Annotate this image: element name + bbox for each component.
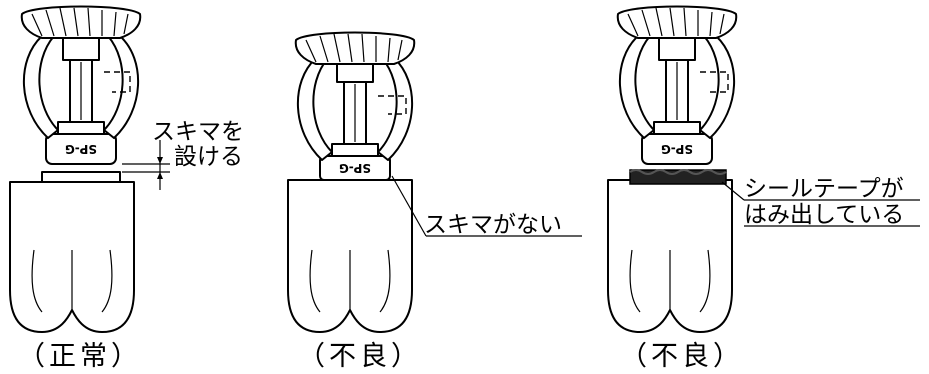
fig-seal-tape: SP-G シールテープが はみ出している （不良） <box>607 5 920 372</box>
svg-text:SP-G: SP-G <box>661 142 693 156</box>
fig-no-gap: SP-G スキマがない （不良） <box>287 31 582 372</box>
gap-note-line1: スキマを <box>152 119 244 145</box>
fig-normal: SP-G スキマを 設ける （正常） <box>9 5 244 372</box>
seal-tape <box>629 169 727 185</box>
svg-text:SP-G: SP-G <box>65 142 97 156</box>
caption-normal: （正常） <box>18 341 142 372</box>
caption-bad-seal-tape: （不良） <box>620 341 744 372</box>
svg-text:SP-G: SP-G <box>339 161 371 175</box>
no-gap-note: スキマがない <box>424 212 562 238</box>
gap-note-line2: 設ける <box>174 144 243 170</box>
seal-note-line2: はみ出している <box>744 202 904 228</box>
caption-bad-no-gap: （不良） <box>298 341 422 372</box>
seal-note-line1: シールテープが <box>744 176 904 202</box>
